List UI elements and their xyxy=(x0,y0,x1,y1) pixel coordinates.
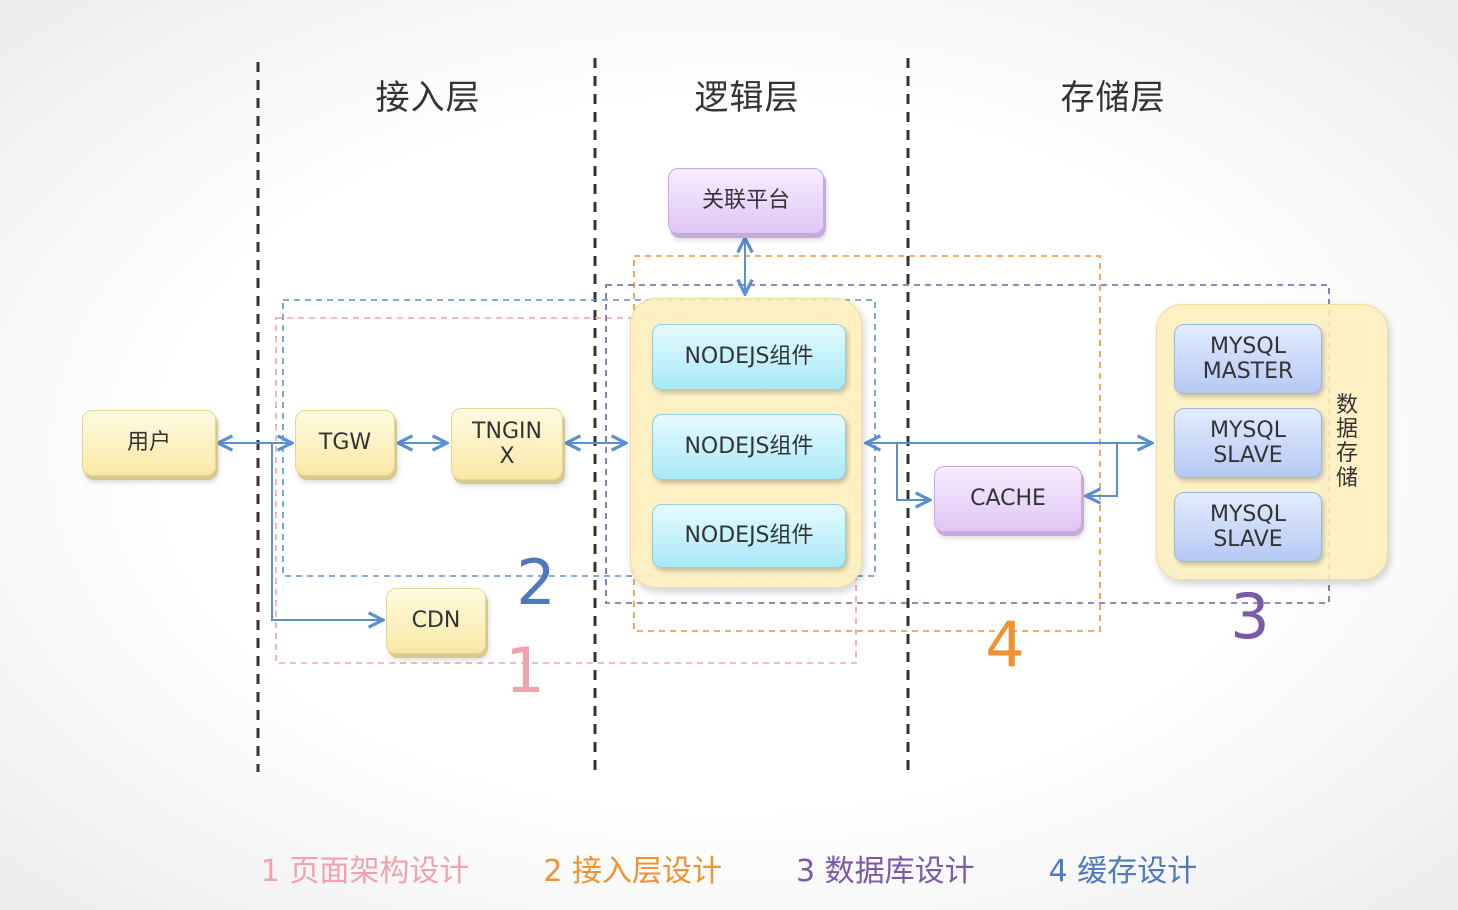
legend-item-1: 1 页面架构设计 xyxy=(260,854,470,889)
mysql-slave-node-2[interactable]: MYSQL SLAVE xyxy=(1174,492,1322,562)
nodejs-component-1[interactable]: NODEJS组件 xyxy=(652,324,846,390)
arrow-user-cdn xyxy=(271,443,383,620)
region-number-1: 1 xyxy=(505,634,545,707)
legend-item-2: 2 接入层设计 xyxy=(543,854,722,889)
user-node[interactable]: 用户 xyxy=(82,410,216,476)
region-number-4: 4 xyxy=(985,608,1025,681)
legend: 1 页面架构设计 2 接入层设计 3 数据库设计 4 缓存设计 xyxy=(0,846,1458,890)
legend-item-4: 4 缓存设计 xyxy=(1048,854,1198,889)
link-platform-node[interactable]: 关联平台 xyxy=(668,168,824,234)
cdn-node[interactable]: CDN xyxy=(386,588,486,654)
layer-title-logic: 逻辑层 xyxy=(694,78,800,118)
cache-node[interactable]: CACHE xyxy=(934,466,1082,532)
nodejs-component-3[interactable]: NODEJS组件 xyxy=(652,504,846,568)
mysql-master-node[interactable]: MYSQL MASTER xyxy=(1174,324,1322,394)
nodejs-component-2[interactable]: NODEJS组件 xyxy=(652,414,846,480)
arrow-cache-from-storage xyxy=(1086,443,1118,496)
tgw-node[interactable]: TGW xyxy=(295,410,395,476)
tnginx-node[interactable]: TNGIN X xyxy=(451,408,563,480)
region-number-2: 2 xyxy=(516,546,556,619)
layer-title-storage: 存储层 xyxy=(1060,78,1166,118)
arrow-to-cache xyxy=(896,443,930,500)
mysql-slave-node-1[interactable]: MYSQL SLAVE xyxy=(1174,408,1322,478)
data-storage-label: 数据存储 xyxy=(1335,393,1358,491)
layer-title-access: 接入层 xyxy=(375,78,481,118)
legend-item-3: 3 数据库设计 xyxy=(796,854,975,889)
region-number-3: 3 xyxy=(1230,580,1270,653)
